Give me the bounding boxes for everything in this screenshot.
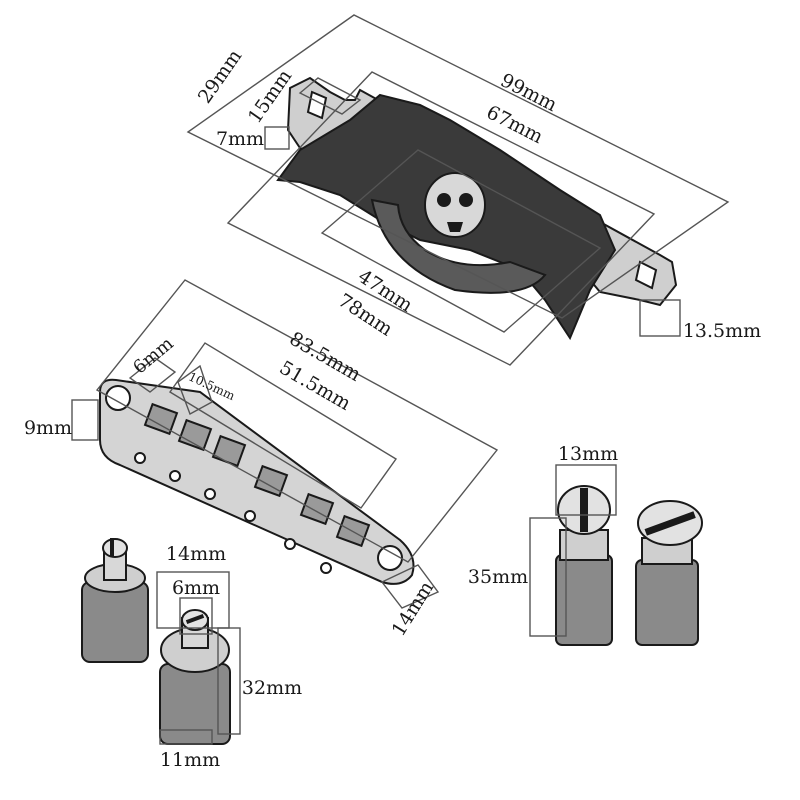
tailpiece-stud-left: [555, 485, 613, 646]
tailpiece-stud-height-label: 13.5mm: [683, 320, 761, 342]
tailpiece-stud-head-diameter-label: 13mm: [558, 443, 618, 465]
bridge-stud-left: [81, 538, 149, 663]
tailpiece-stud-drawing: [555, 485, 703, 646]
bridge-drawing: [99, 378, 415, 585]
tailpiece-slot-height-label: 7mm: [216, 128, 264, 150]
bridge-stud-drawing: [81, 538, 231, 745]
bridge-depth-label: 14mm: [388, 577, 439, 640]
tailpiece-dimension-lines: [186, 14, 730, 366]
bridge-height-label: 9mm: [24, 417, 72, 439]
bridge-stud-length-label: 32mm: [242, 677, 302, 699]
tailpiece-stud-dimension-labels: 13mm 35mm: [468, 443, 618, 588]
tailpiece-stud-right: [635, 500, 703, 646]
bridge-stud-screw-diameter-label: 6mm: [172, 577, 220, 599]
bridge-stud-right: [159, 609, 231, 745]
bridge-dimension-lines: [71, 279, 499, 609]
bridge-intonation-screws: [134, 452, 332, 574]
bridge-stud-dimension-labels: 14mm 6mm 32mm 11mm: [160, 543, 302, 771]
tailpiece-stud-dimension-lines: [529, 464, 617, 637]
tailpiece-depth-label: 29mm: [194, 46, 247, 108]
bridge-stud-anchor-diameter-label: 14mm: [166, 543, 226, 565]
tailpiece-drawing: [276, 76, 678, 341]
bridge-stud-dimension-lines: [156, 571, 241, 745]
bridge-stud-base-diameter-label: 11mm: [160, 749, 220, 771]
tailpiece-stud-length-label: 35mm: [468, 566, 528, 588]
